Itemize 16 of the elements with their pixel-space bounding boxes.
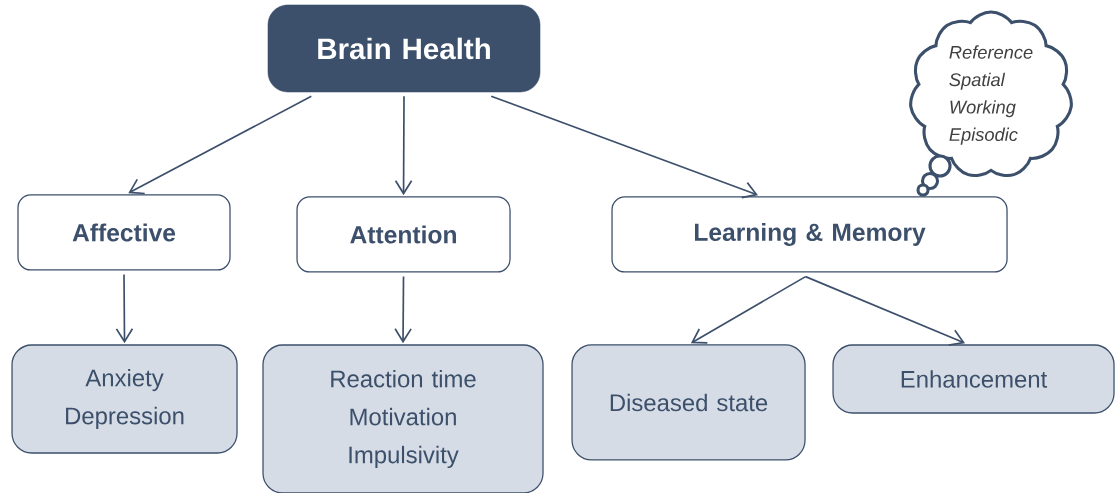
- category-box: Learning & Memory: [611, 196, 1008, 273]
- arrow: [804, 275, 966, 346]
- item-box: Anxiety Depression: [11, 344, 238, 454]
- arrow: [394, 95, 413, 196]
- arrow: [394, 275, 412, 344]
- category-box: Affective: [17, 194, 231, 271]
- item-box: Reaction time Motivation Impulsivity: [262, 344, 544, 493]
- arrow: [128, 95, 313, 195]
- arrow: [115, 273, 134, 344]
- thought-cloud: Reference Spatial Working Episodic: [909, 10, 1073, 197]
- arrow: [490, 95, 758, 199]
- category-box: Attention: [296, 196, 511, 273]
- arrow: [690, 275, 807, 344]
- item-box: Diseased state: [571, 344, 806, 461]
- item-box: Enhancement: [832, 344, 1115, 414]
- title-box: Brain Health: [267, 4, 541, 93]
